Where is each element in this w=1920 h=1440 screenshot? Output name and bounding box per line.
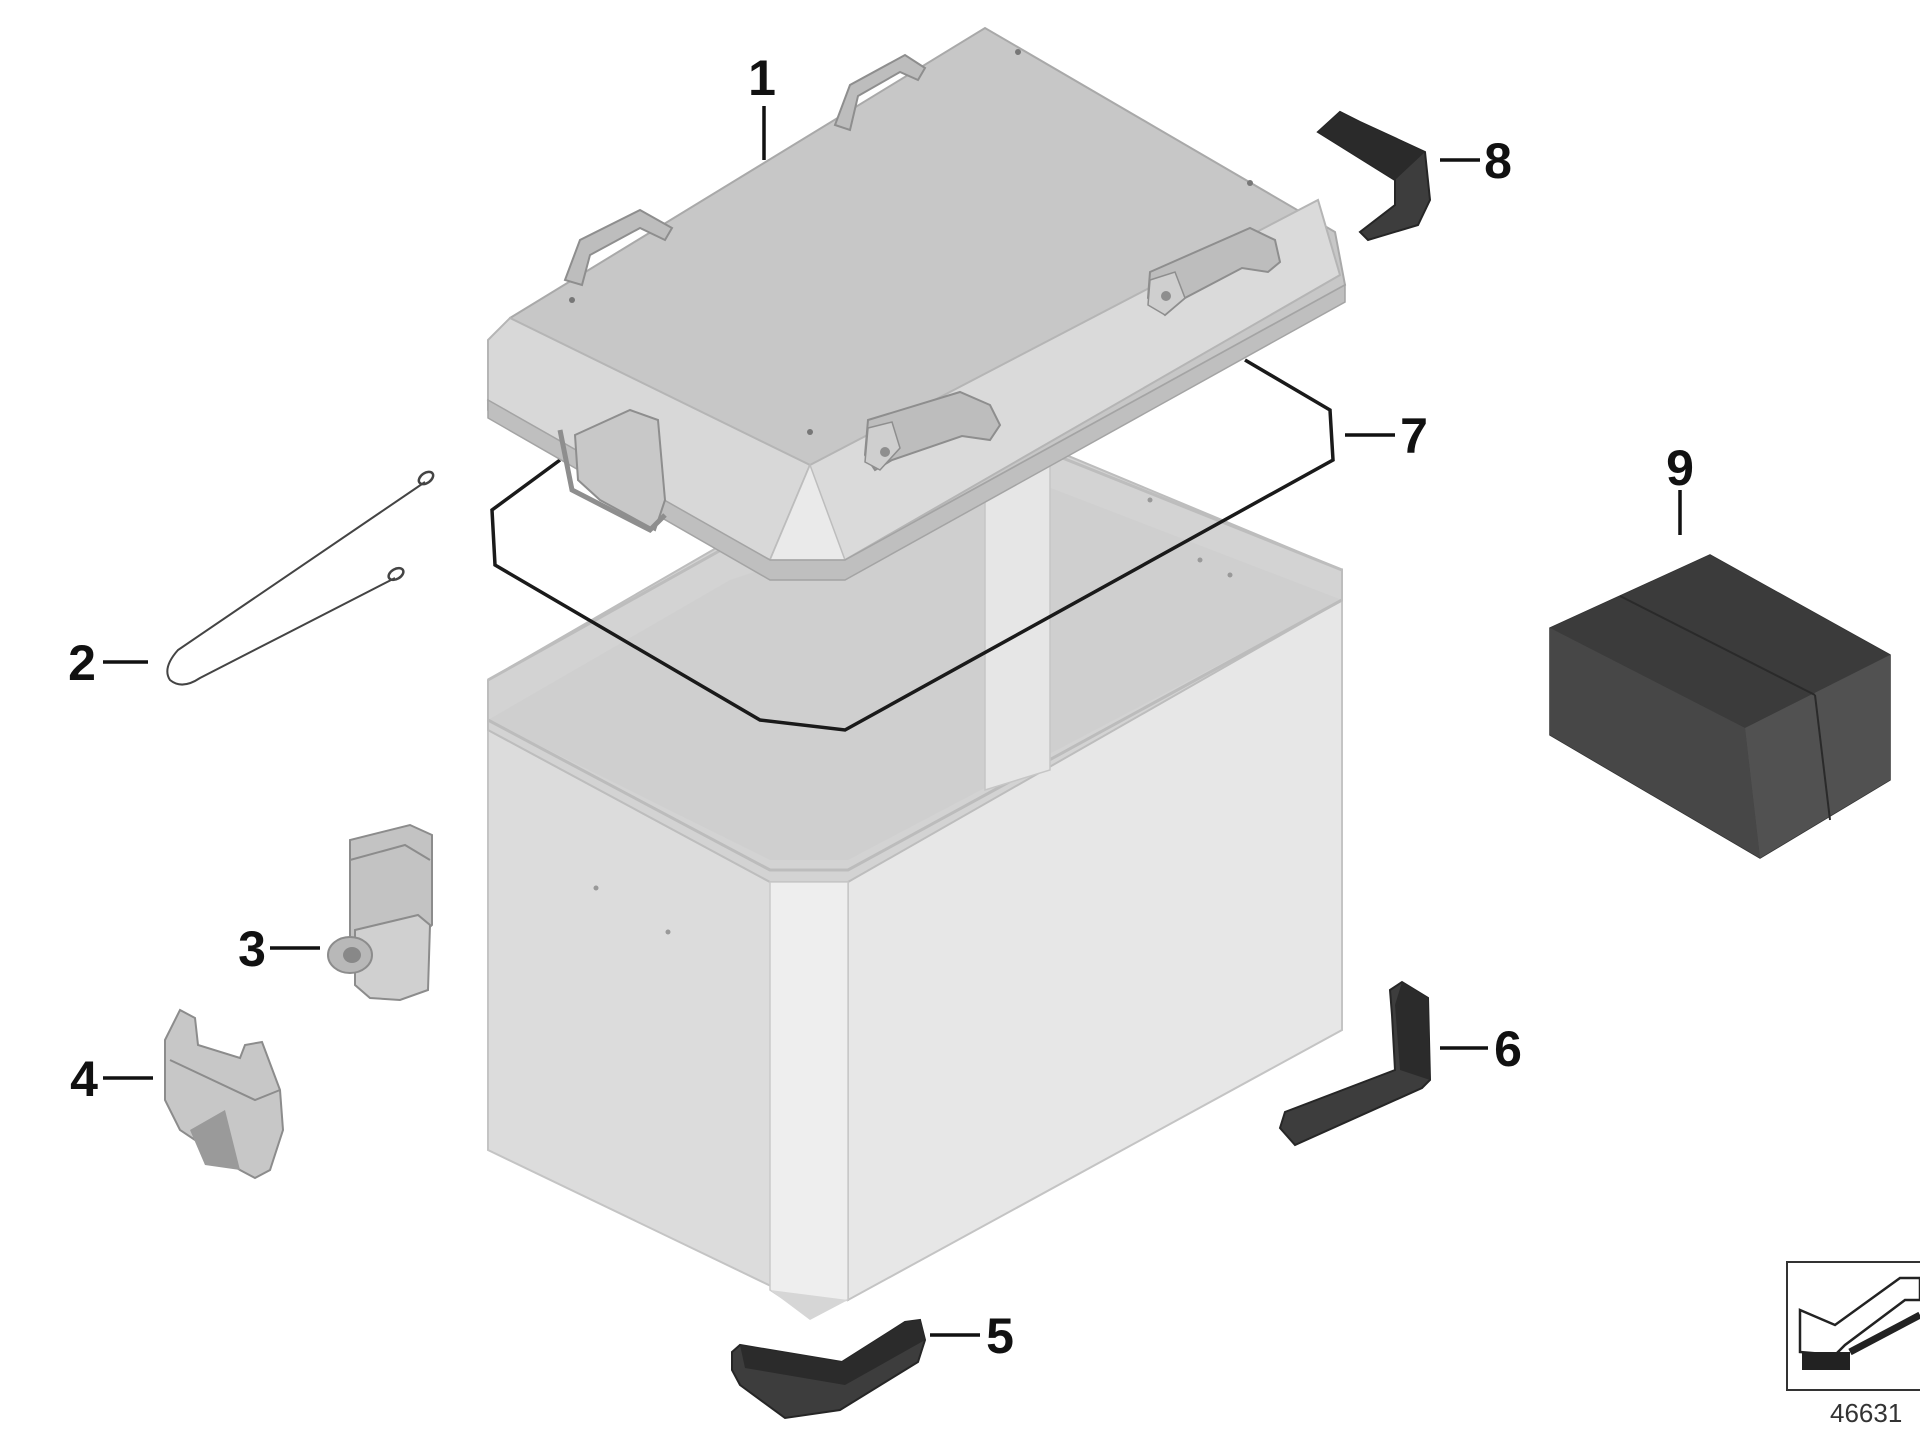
case-body [487,438,1343,1320]
callout-6: 6 [1494,1021,1522,1077]
callout-3: 3 [238,921,266,977]
inner-bag [1549,554,1891,859]
callout-1: 1 [748,50,776,106]
callout-4: 4 [70,1051,98,1107]
callout-2: 2 [68,635,96,691]
lock-catch [164,1008,285,1180]
callout-leaders [103,106,1682,1337]
corner-protector-side [1278,980,1432,1147]
callout-5: 5 [986,1308,1014,1364]
callout-7: 7 [1400,408,1428,464]
lid-handle-front-right [1146,226,1282,317]
lid [486,26,1347,581]
corner-protector-top [1316,110,1432,242]
reference-number: 46631 [1830,1398,1902,1428]
lid-seal [490,358,1335,732]
corner-protector-bottom [731,1318,927,1420]
callout-8: 8 [1484,133,1512,189]
callout-9: 9 [1666,440,1694,496]
callout-labels: 1 2 3 4 5 6 7 8 9 [68,50,1694,1364]
lock-cylinder [327,823,433,1002]
safety-cable [166,470,435,686]
lid-handle-front-left [863,390,1002,472]
reference-icon [1786,1261,1920,1391]
